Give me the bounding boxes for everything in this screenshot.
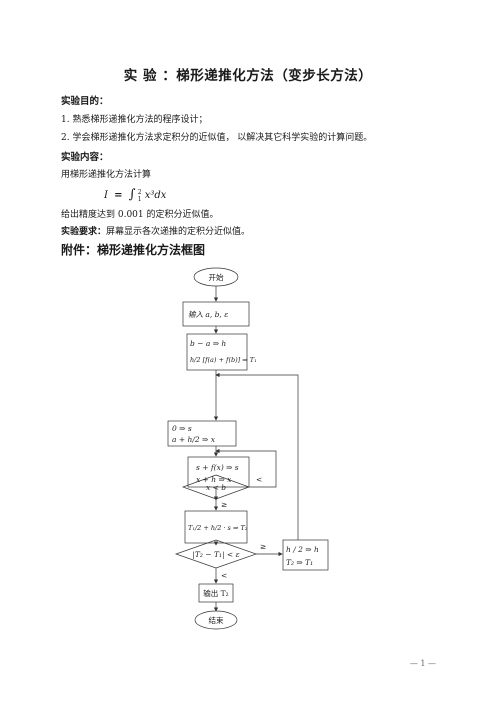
cond-1-yes-label: <: [256, 475, 262, 484]
formula-eq: =: [114, 190, 123, 201]
integral-formula: I = ∫ 2 1 x³dx: [104, 187, 166, 203]
end-node: [194, 610, 238, 630]
requirement-line: 实验要求：屏幕显示各次递推的定积分近似值。: [61, 224, 250, 237]
init-box: [186, 333, 248, 371]
page-number: — 1 —: [409, 659, 436, 668]
content-heading: 实验内容：: [61, 152, 109, 163]
formula-upper-limit: 2: [137, 188, 142, 196]
loop-init-box: [167, 420, 237, 447]
init-label-2: h/2 [f(a) + f(b)] ⇒ T₁: [190, 356, 257, 364]
accum-label-2: x + h ⇒ x: [196, 475, 232, 484]
purpose-item-1: 1. 熟悉梯形递推化方法的程序设计；: [61, 115, 208, 125]
formula-integrand: x³dx: [144, 190, 167, 201]
cond-1-no-label: ≥: [221, 500, 227, 509]
formula-lhs: I: [104, 190, 108, 201]
cond-2-label: |T₂ − T₁| < ε: [192, 550, 239, 559]
cond-2-no-label: ≥: [260, 542, 266, 551]
requirement-text: 屏幕显示各次递推的定积分近似值。: [106, 227, 251, 237]
accum-box: [187, 456, 250, 488]
page-title: 实 验 ：梯形递推化方法（变步长方法）: [123, 68, 373, 84]
accum-label-1: s + f(x) ⇒ s: [196, 463, 239, 472]
cond-1-label: x < b: [206, 483, 226, 492]
cond-2-yes-label: <: [221, 571, 227, 580]
attachment-heading: 附件：梯形递推化方法框图: [61, 243, 206, 257]
purpose-item-2: 2. 学会梯形递推化方法求定积分的近似值， 以解决其它科学实验的计算问题。: [61, 133, 373, 143]
end-label: 结束: [209, 615, 224, 625]
loop-init-label-2: a + h/2 ⇒ x: [172, 435, 216, 444]
integral-sign-icon: ∫: [128, 187, 136, 202]
init-label-1: b − a ⇒ h: [190, 339, 226, 348]
start-label: 开始: [209, 272, 224, 282]
halve-label-2: T₂ ⇒ T₁: [286, 558, 313, 567]
requirement-label: 实验要求：: [61, 227, 107, 237]
halve-box: [282, 539, 329, 571]
purpose-heading: 实验目的：: [61, 96, 109, 107]
input-label: 输入 a, b, ε: [188, 310, 228, 319]
halve-label-1: h / 2 ⇒ h: [286, 545, 319, 554]
output-label: 输出 T₂: [203, 588, 228, 598]
content-intro: 用梯形递推化方法计算: [61, 170, 152, 180]
update-label: T₁/2 + h/2 · s ⇒ T₂: [188, 524, 248, 532]
loop-init-label-1: 0 ⇒ s: [172, 424, 192, 433]
precision-text: 给出精度达到 0.001 的定积分近似值。: [61, 210, 219, 220]
formula-lower-limit: 1: [137, 195, 142, 203]
